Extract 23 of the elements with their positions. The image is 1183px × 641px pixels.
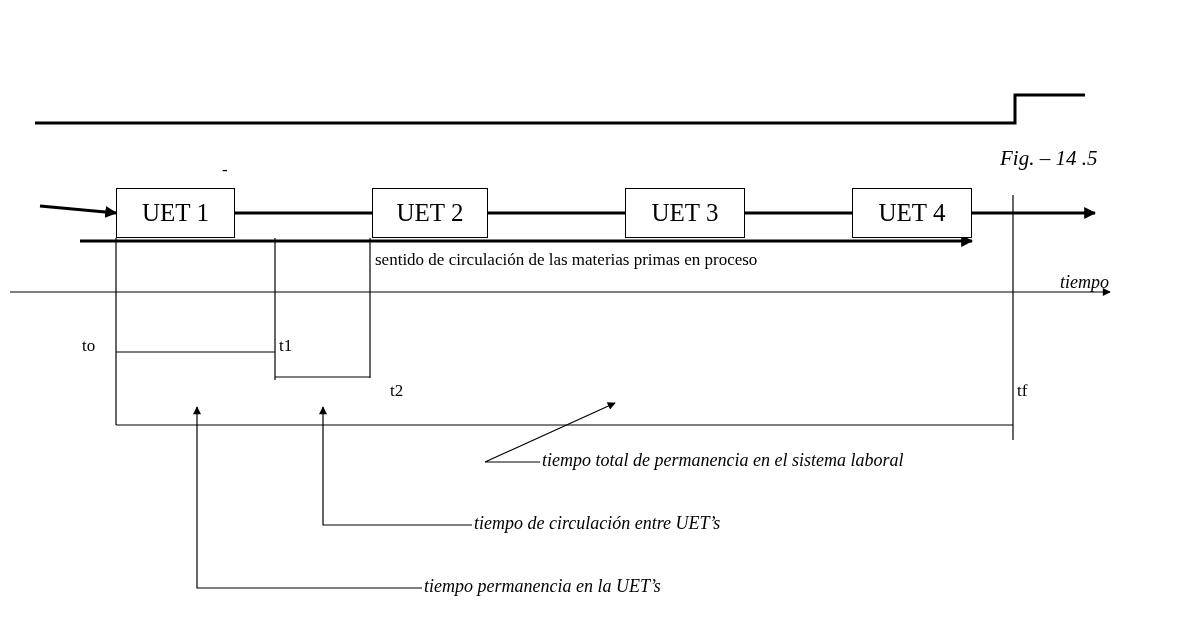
time-mark: to bbox=[82, 336, 96, 356]
leader-line bbox=[484, 402, 616, 463]
leader-line bbox=[193, 406, 423, 589]
callout-text: tiempo total de permanencia en el sistema laboral bbox=[542, 450, 904, 471]
leader-line bbox=[319, 406, 473, 526]
time-mark: t2 bbox=[390, 381, 404, 401]
process-box: UET 1 bbox=[116, 188, 235, 238]
callout-text: tiempo de circulación entre UET’s bbox=[474, 513, 721, 534]
dash-mark: - bbox=[222, 160, 228, 180]
process-box: UET 4 bbox=[852, 188, 972, 238]
process-box: UET 3 bbox=[625, 188, 745, 238]
callout-text: tiempo permanencia en la UET’s bbox=[424, 576, 661, 597]
connector-line bbox=[488, 211, 625, 215]
arrow bbox=[39, 204, 118, 218]
axis-label: tiempo bbox=[1060, 272, 1109, 293]
connector-line bbox=[235, 211, 372, 215]
time-mark: t1 bbox=[279, 336, 293, 356]
process-box: UET 2 bbox=[372, 188, 488, 238]
arrow bbox=[972, 207, 1097, 219]
fig-number: Fig. – 14 .5 bbox=[1000, 146, 1098, 171]
connector-line bbox=[745, 211, 852, 215]
flow-caption: sentido de circulación de las materias primas en proceso bbox=[375, 250, 758, 270]
time-mark: tf bbox=[1017, 381, 1028, 401]
